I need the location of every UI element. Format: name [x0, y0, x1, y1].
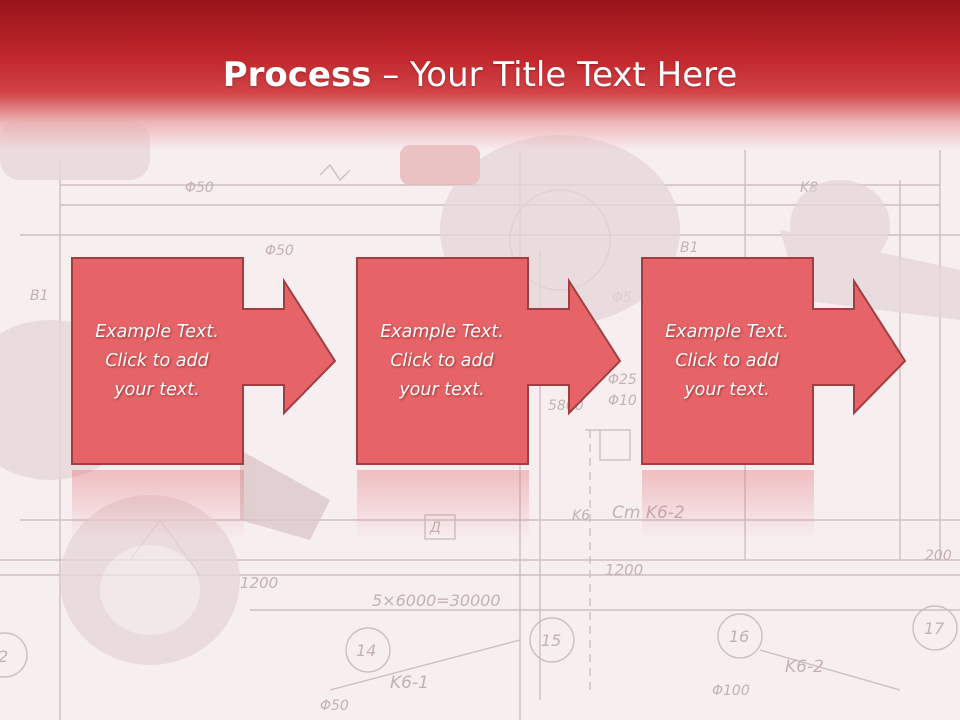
step-2-reflection: [357, 470, 529, 540]
step-1-text[interactable]: Example Text. Click to add your text.: [71, 257, 243, 465]
bp-label: K6-2: [785, 657, 824, 677]
step-line: Click to add: [105, 350, 209, 371]
step-line: your text.: [114, 379, 200, 400]
step-line: Example Text.: [380, 321, 504, 342]
bp-label: 5×6000=30000: [372, 591, 501, 610]
title-rest: – Your Title Text Here: [371, 55, 738, 95]
step-1-arrow-shape: [71, 257, 337, 465]
bp-label: 16: [729, 627, 749, 646]
step-3-reflection: [642, 470, 814, 540]
bp-label: Φ50: [320, 698, 349, 714]
bp-label: K6: [572, 508, 590, 524]
bp-label: B1: [30, 288, 49, 304]
step-line: Example Text.: [665, 321, 789, 342]
title-bold: Process: [222, 55, 372, 95]
bp-label: B1: [680, 240, 699, 256]
bp-label: 17: [924, 619, 945, 638]
bp-label: 15: [541, 631, 561, 650]
bp-label: Φ25: [608, 372, 637, 388]
bp-label: 14: [356, 641, 376, 660]
process-step-2[interactable]: Example Text. Click to add your text.: [356, 257, 641, 467]
process-step-3[interactable]: Example Text. Click to add your text.: [641, 257, 926, 467]
step-line: Click to add: [675, 350, 779, 371]
bp-label: 1200: [240, 574, 278, 592]
step-line: your text.: [684, 379, 770, 400]
bp-label: 2: [0, 647, 8, 666]
bp-label: K6-1: [390, 673, 429, 693]
step-line: your text.: [399, 379, 485, 400]
step-3-text[interactable]: Example Text. Click to add your text.: [641, 257, 813, 465]
bp-label: 200: [925, 548, 952, 564]
process-step-1[interactable]: Example Text. Click to add your text.: [71, 257, 356, 467]
step-3-arrow-shape: [641, 257, 907, 465]
bp-label: 1200: [605, 561, 643, 579]
bp-label: Φ100: [712, 683, 750, 699]
slide-title[interactable]: Process – Your Title Text Here: [0, 52, 960, 98]
step-line: Click to add: [390, 350, 494, 371]
step-1-reflection: [72, 470, 244, 540]
step-2-arrow-shape: [356, 257, 622, 465]
bp-label: Cm K6-2: [612, 503, 685, 523]
bp-label: Φ50: [265, 243, 294, 259]
step-2-text[interactable]: Example Text. Click to add your text.: [356, 257, 528, 465]
step-line: Example Text.: [95, 321, 219, 342]
bp-label: Д: [429, 520, 441, 536]
bp-label: Φ50: [185, 180, 214, 196]
title-bar: [0, 0, 960, 150]
bp-label: Φ10: [608, 393, 637, 409]
